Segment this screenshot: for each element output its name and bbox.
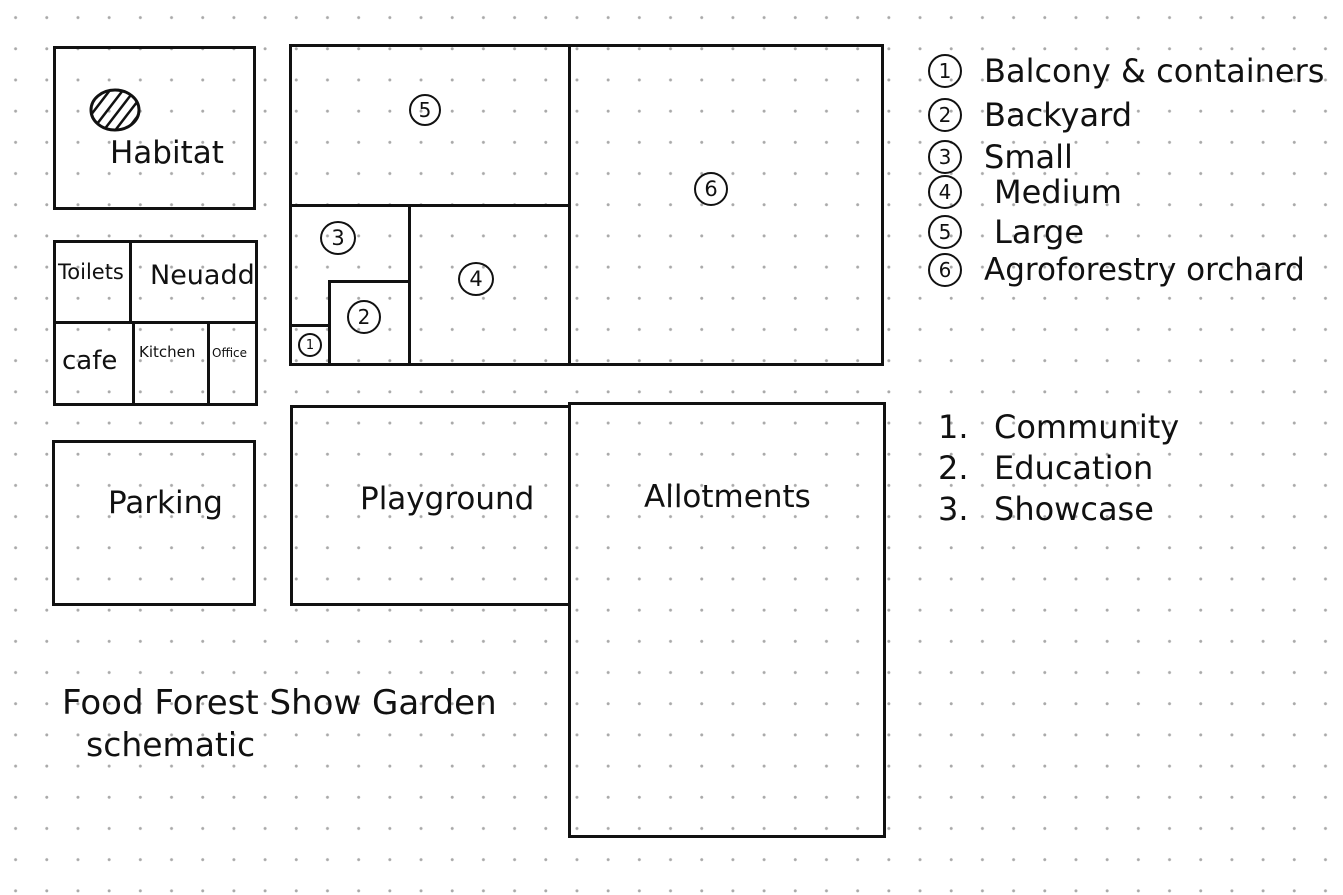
legend-item: 3 Small: [928, 138, 1073, 176]
habitat-label: Habitat: [110, 135, 224, 171]
toilets-label: Toilets: [58, 260, 124, 284]
allotments-label: Allotments: [644, 479, 811, 515]
goal-label: Education: [994, 449, 1154, 487]
legend-marker: 3: [928, 140, 962, 174]
goal-label: Showcase: [994, 490, 1154, 528]
legend-label: Large: [994, 213, 1085, 251]
legend-item: 5 Large: [928, 213, 1084, 251]
legend-marker: 6: [928, 253, 962, 287]
buildings-divider-bottom-vertical-1: [132, 321, 135, 406]
zone-6-marker: 6: [694, 172, 728, 206]
legend-label: Agroforestry orchard: [984, 252, 1305, 288]
zone3-zone4-divider: [408, 204, 411, 366]
zones-divider-horizontal: [289, 204, 571, 207]
zone3-zone2-divider-horizontal: [328, 280, 411, 283]
playground-label: Playground: [360, 481, 535, 517]
office-label: Office: [212, 346, 248, 360]
caption-subtitle: schematic: [86, 725, 256, 764]
legend-label: Backyard: [984, 96, 1132, 134]
legend-label: Small: [984, 138, 1073, 176]
habitat-block: [53, 46, 256, 210]
parking-label: Parking: [108, 485, 223, 521]
nursery-label: Neuadd: [150, 260, 255, 291]
legend-marker: 4: [928, 175, 962, 209]
legend-marker: 2: [928, 98, 962, 132]
zone-4-marker: 4: [458, 262, 494, 296]
legend-marker: 1: [928, 54, 962, 88]
goal-number: 1.: [938, 408, 969, 446]
caption-title: Food Forest Show Garden: [62, 683, 497, 723]
zone-1-marker: 1: [298, 333, 322, 357]
legend-marker: 5: [928, 215, 962, 249]
zone1-divider-horizontal: [289, 324, 331, 327]
goal-number: 3.: [938, 490, 969, 528]
habitat-marker-icon: [89, 88, 141, 132]
legend-label: Medium: [994, 173, 1122, 211]
buildings-divider-bottom-vertical-2: [207, 321, 210, 406]
goal-item: 2. Education: [938, 449, 1153, 487]
zone2-divider-vertical: [328, 280, 331, 366]
goal-item: 3. Showcase: [938, 490, 1154, 528]
allotments-block: [568, 402, 886, 838]
legend-item: 4 Medium: [928, 173, 1122, 211]
goal-number: 2.: [938, 449, 969, 487]
goal-item: 1. Community: [938, 408, 1179, 446]
cafe-label: cafe: [62, 346, 118, 376]
legend-item: 2 Backyard: [928, 96, 1132, 134]
legend-item: 6 Agroforestry orchard: [928, 251, 1305, 289]
kitchen-label: Kitchen: [139, 343, 196, 361]
zone-3-marker: 3: [320, 221, 356, 255]
goal-label: Community: [994, 408, 1180, 446]
zone-2-marker: 2: [347, 300, 381, 334]
buildings-divider-top-vertical: [129, 240, 132, 324]
legend-item: 1 Balcony & containers: [928, 52, 1324, 90]
legend-label: Balcony & containers: [984, 52, 1325, 90]
zone-5-marker: 5: [409, 94, 441, 126]
parking-block: [52, 440, 256, 606]
buildings-divider-horizontal: [53, 321, 258, 324]
